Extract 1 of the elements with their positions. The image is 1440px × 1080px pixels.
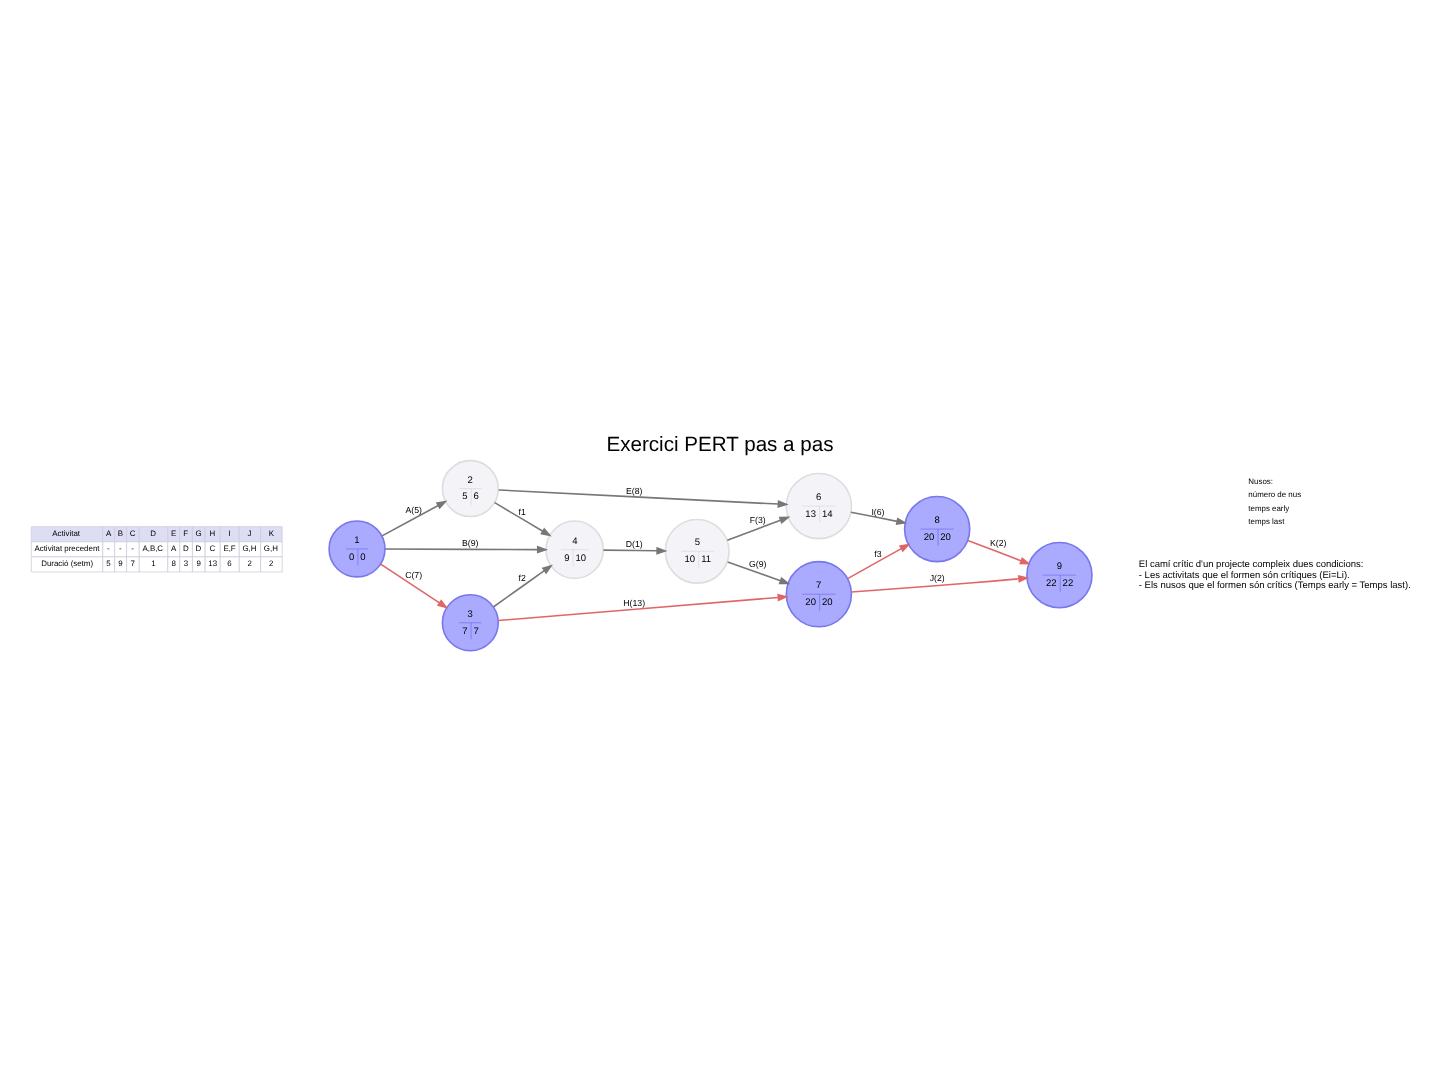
diagram-title: Exercici PERT pas a pas (606, 433, 834, 456)
